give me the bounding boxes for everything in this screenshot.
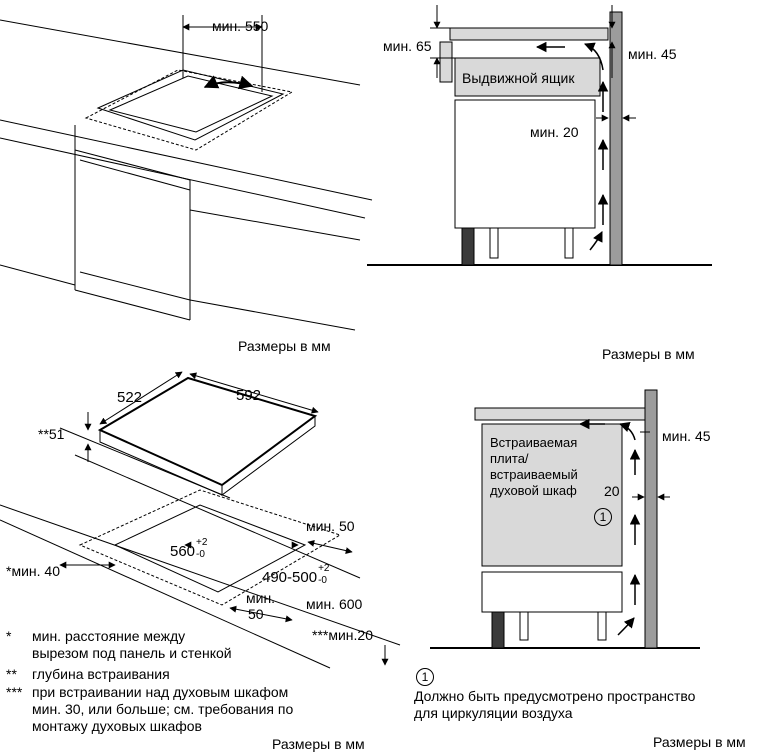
p4-dims — [632, 431, 670, 501]
p2-airflow — [535, 41, 609, 251]
p1-min550-label: мин. 550 — [212, 18, 269, 34]
p3-560-tol-plus: +2 — [196, 537, 208, 548]
countertop-perspective — [0, 19, 373, 331]
p3-490-tol-plus: +2 — [318, 563, 330, 574]
legend-line-2: для циркуляции воздуха — [414, 705, 573, 721]
p3-min-word-label: мин. — [246, 590, 276, 606]
p4-oven-line-1: Встраиваемая — [490, 435, 578, 450]
p2-min65-label: мин. 65 — [383, 38, 432, 54]
p3-592-label: 592 — [236, 387, 262, 404]
footnote-3-line-1: при встраивании над духовым шкафом — [32, 684, 289, 700]
p2-min20-label: мин. 20 — [530, 124, 579, 140]
p4-20-label: 20 — [604, 483, 620, 499]
footnote-3-mark: *** — [6, 684, 23, 700]
footnote-2-mark: ** — [6, 666, 17, 682]
p4-oven-line-3: встраиваемый — [490, 467, 578, 482]
p2-drawer-label: Выдвижной ящик — [462, 70, 575, 86]
p4-section — [430, 389, 700, 649]
p3-counter — [0, 427, 401, 669]
p3-490-label: 490-500+2-0 — [262, 563, 331, 586]
p3-490-tol-minus: -0 — [318, 575, 327, 586]
footnote-3-line-2: мин. 30, или больше; см. требования по — [32, 701, 294, 717]
footnote-1: * мин. расстояние между вырезом под пане… — [6, 628, 366, 662]
footnote-1-mark: * — [6, 628, 12, 644]
p3-522-label: 522 — [117, 389, 143, 406]
p3-560-tol-minus: -0 — [196, 549, 205, 560]
p2-units-label: Размеры в мм — [602, 346, 695, 362]
p2-section — [367, 11, 712, 266]
p4-units-label: Размеры в мм — [653, 734, 746, 750]
p1-units-label: Размеры в мм — [238, 338, 331, 354]
p3-560-value: 560 — [170, 543, 196, 560]
p3-min600-label: мин. 600 — [306, 596, 363, 612]
p3-50-label: 50 — [248, 606, 264, 622]
p3-min40-label: *мин. 40 — [6, 563, 60, 579]
p2-min45-label: мин. 45 — [628, 46, 677, 62]
p3-dims — [59, 371, 389, 666]
p4-air-circle-marker: 1 — [594, 508, 612, 526]
footnote-2: ** глубина встраивания — [6, 666, 366, 683]
p4-oven-line-2: плита/ — [490, 451, 529, 466]
p3-51-label: **51 — [38, 426, 65, 442]
footnote-3-line-3: монтажу духовых шкафов — [32, 718, 202, 734]
p1-dim-550 — [182, 15, 263, 92]
p3-560-label: 560+2-0 — [170, 537, 209, 560]
p4-oven-line-4: духовой шкаф — [490, 483, 577, 498]
footnote-2-line-1: глубина встраивания — [32, 666, 170, 682]
footnote-1-line-1: мин. расстояние между — [32, 628, 186, 644]
p2-dims — [430, 5, 636, 122]
footnote-3: *** при встраивании над духовым шкафом м… — [6, 684, 386, 735]
footnote-1-line-2: вырезом под панель и стенкой — [32, 645, 232, 661]
p3-min20-label: ***мин.20 — [312, 627, 373, 643]
p4-airflow — [578, 418, 641, 636]
p3-490-value: 490-500 — [262, 569, 318, 586]
legend-circle-marker: 1 — [416, 668, 434, 686]
p3-units-label: Размеры в мм — [272, 736, 365, 752]
p3-min50-label: мин. 50 — [306, 518, 355, 534]
legend-line-1: Должно быть предусмотрено пространство — [414, 688, 696, 704]
p4-min45-label: мин. 45 — [662, 428, 711, 444]
